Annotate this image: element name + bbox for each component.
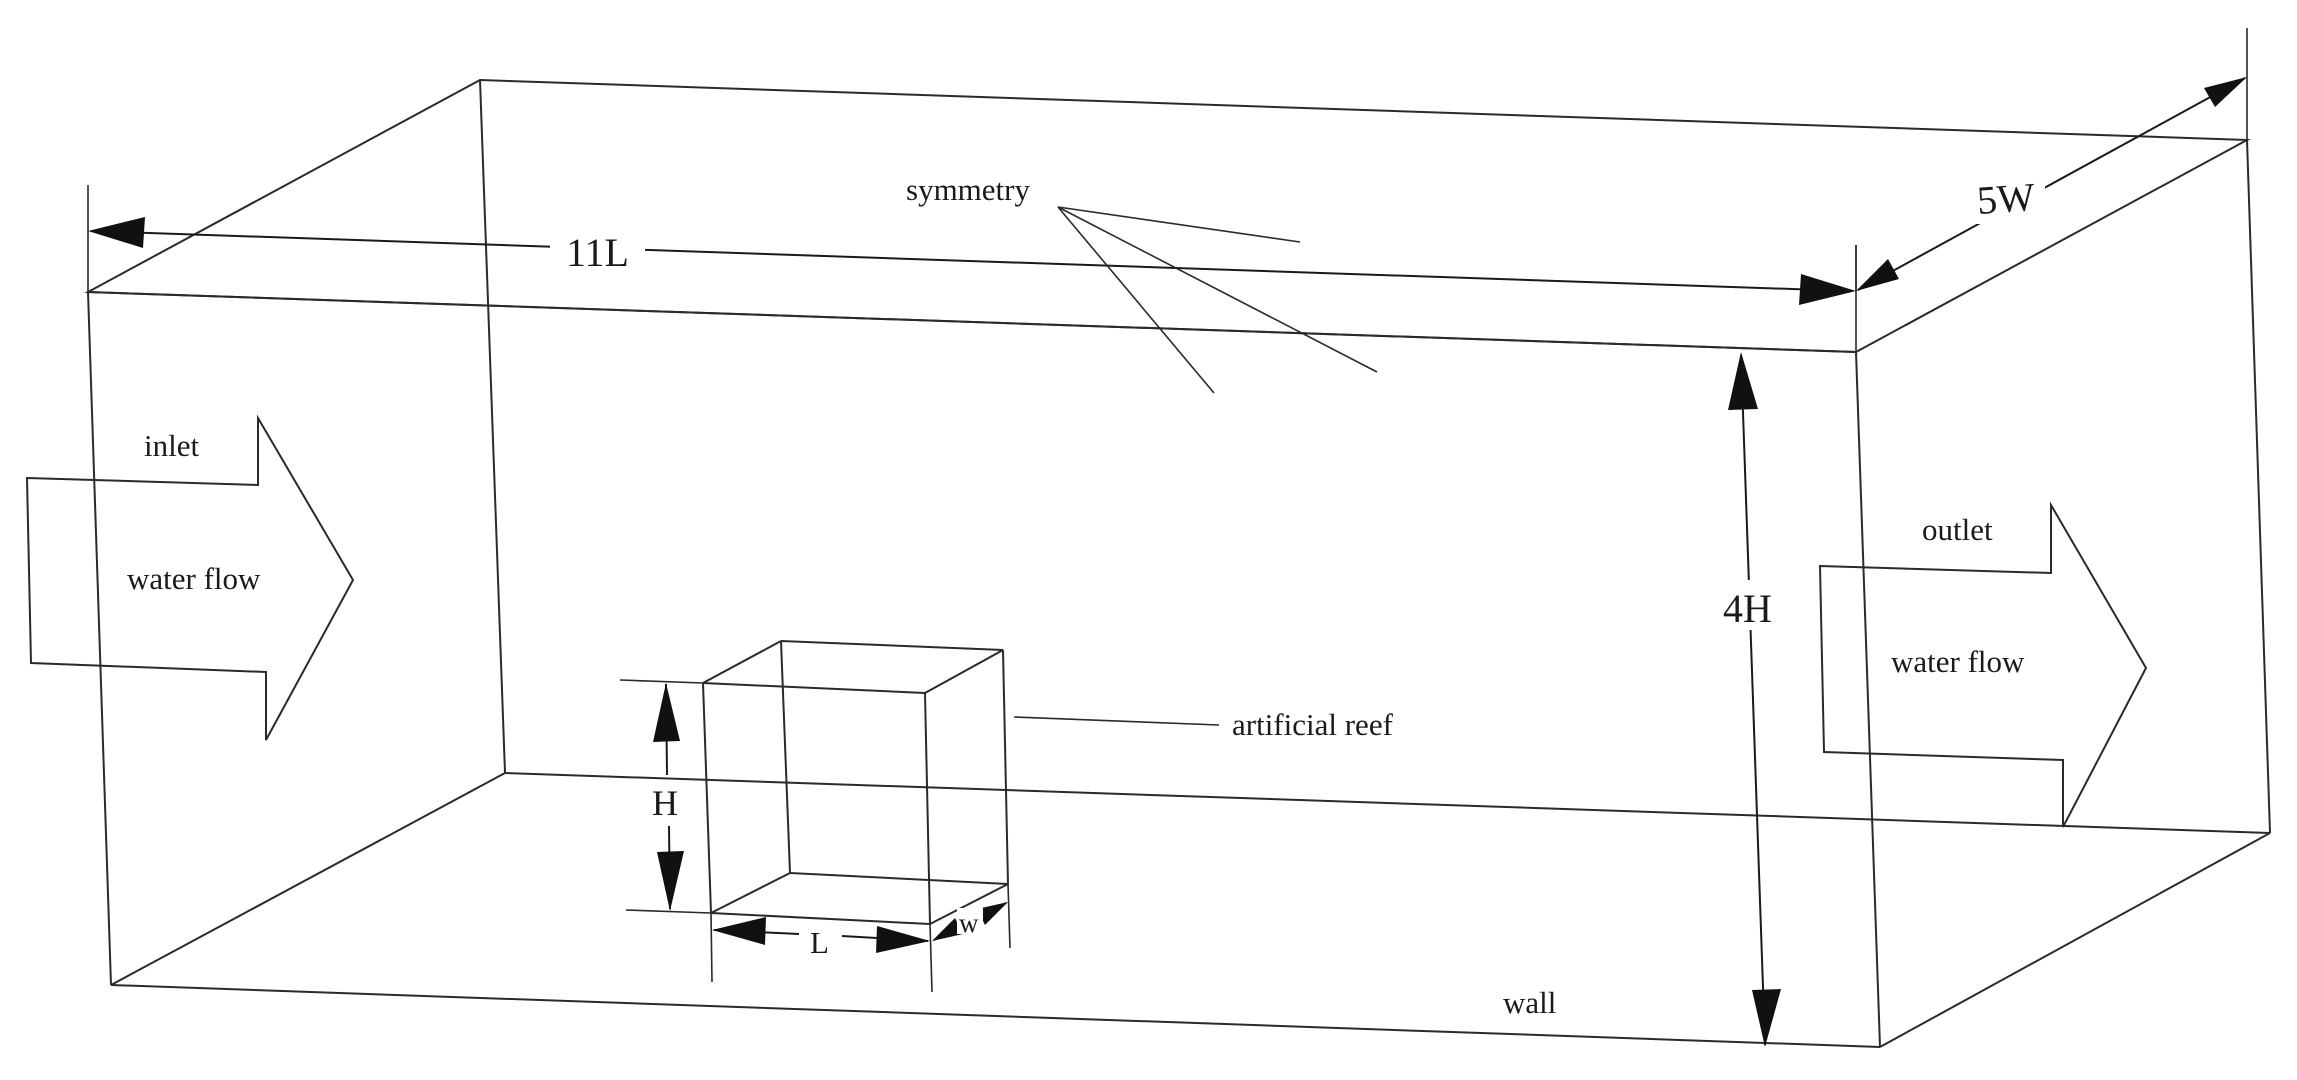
outlet-flow-arrow: outlet water flow — [1818, 501, 2148, 828]
dimension-4H: 4H — [1720, 352, 1790, 1047]
dimension-11L-line — [91, 230, 1851, 292]
dimension-11L-arrowhead-left — [88, 217, 145, 248]
dimension-H-arrowhead-bottom — [657, 851, 684, 911]
dimension-5W: 5W — [1855, 28, 2248, 291]
inlet-water-flow-label: water flow — [127, 561, 261, 596]
dimension-L: L — [710, 912, 933, 993]
artificial-reef-label: artificial reef — [1232, 707, 1394, 742]
dimension-L-arrowhead-right — [876, 926, 930, 953]
dimension-H-label: H — [652, 783, 678, 823]
reef-front-bottom-edge — [710, 912, 931, 925]
dimension-w-arrowhead-left — [932, 918, 963, 941]
dimension-H-extension-top — [619, 679, 704, 684]
domain-back-bottom-edge — [504, 772, 2271, 834]
dimension-5W-arrowhead-right — [2204, 77, 2247, 107]
symmetry-leader-3 — [1057, 206, 1215, 394]
inlet-arrow-shape — [25, 414, 355, 741]
reef-top-right-edge — [924, 649, 1004, 694]
dimension-11L-label: 11L — [566, 230, 629, 275]
reef-bottom-right-edge — [929, 883, 1009, 925]
domain-front-bottom-edge — [110, 984, 1881, 1048]
symmetry-leader-1 — [1057, 206, 1301, 243]
reef-top-left-edge — [702, 640, 782, 684]
dimension-w-arrowhead-right — [977, 902, 1008, 925]
dimension-w: w — [932, 883, 1011, 949]
dimension-4H-label: 4H — [1723, 586, 1772, 631]
reef-back-top-edge — [780, 640, 1004, 651]
dimension-H: H — [619, 679, 712, 914]
reef-back-bottom-edge — [789, 872, 1009, 885]
dimension-5W-label: 5W — [1975, 174, 2036, 223]
reef-back-right-edge — [1002, 649, 1009, 885]
dimension-L-extension-right — [929, 923, 933, 993]
reef-front-right-edge — [924, 692, 931, 925]
domain-front-top-edge — [87, 291, 1857, 353]
domain-front-left-edge — [87, 291, 112, 986]
reef-bottom-left-edge — [710, 872, 791, 914]
outlet-arrow-shape — [1818, 501, 2148, 828]
symmetry-callout: symmetry — [906, 172, 1378, 394]
dimension-5W-arrowhead-left — [1856, 259, 1899, 291]
artificial-reef-leader — [1013, 716, 1220, 726]
outlet-label: outlet — [1922, 512, 1993, 547]
domain-back-right-edge — [2246, 139, 2271, 834]
domain-front-right-edge — [1855, 351, 1881, 1048]
outlet-water-flow-label: water flow — [1891, 644, 2025, 679]
dimension-4H-line — [1740, 354, 1766, 1046]
dimension-11L-arrowhead-right — [1799, 274, 1856, 305]
domain-left-bottom-edge — [110, 772, 506, 986]
symmetry-leader-2 — [1057, 206, 1378, 373]
dimension-4H-arrowhead-bottom — [1752, 989, 1781, 1047]
dimension-H-extension-bottom — [625, 909, 712, 914]
dimension-11L: 11L — [87, 185, 1857, 352]
dimension-H-arrowhead-top — [653, 683, 680, 742]
symmetry-label: symmetry — [906, 172, 1030, 207]
dimension-w-label: w — [959, 908, 979, 938]
reef-back-left-edge — [780, 640, 791, 874]
inlet-flow-arrow: inlet water flow — [25, 414, 355, 741]
domain-right-bottom-edge — [1879, 832, 2271, 1048]
dimension-L-extension-left — [710, 912, 713, 983]
inlet-label: inlet — [144, 428, 199, 463]
reef-front-left-edge — [702, 682, 712, 914]
domain-back-left-edge — [479, 79, 506, 774]
wall-label: wall — [1503, 985, 1556, 1020]
dimension-5W-line — [1857, 77, 2246, 291]
dimension-w-extension-right — [1007, 883, 1011, 949]
artificial-reef-callout: artificial reef — [1013, 707, 1394, 742]
dimension-L-arrowhead-left — [712, 917, 766, 945]
dimension-L-label: L — [810, 925, 829, 960]
dimension-4H-arrowhead-top — [1728, 352, 1758, 410]
artificial-reef — [702, 640, 1009, 925]
reef-front-top-edge — [702, 682, 926, 694]
domain-top-face — [84, 78, 2251, 354]
